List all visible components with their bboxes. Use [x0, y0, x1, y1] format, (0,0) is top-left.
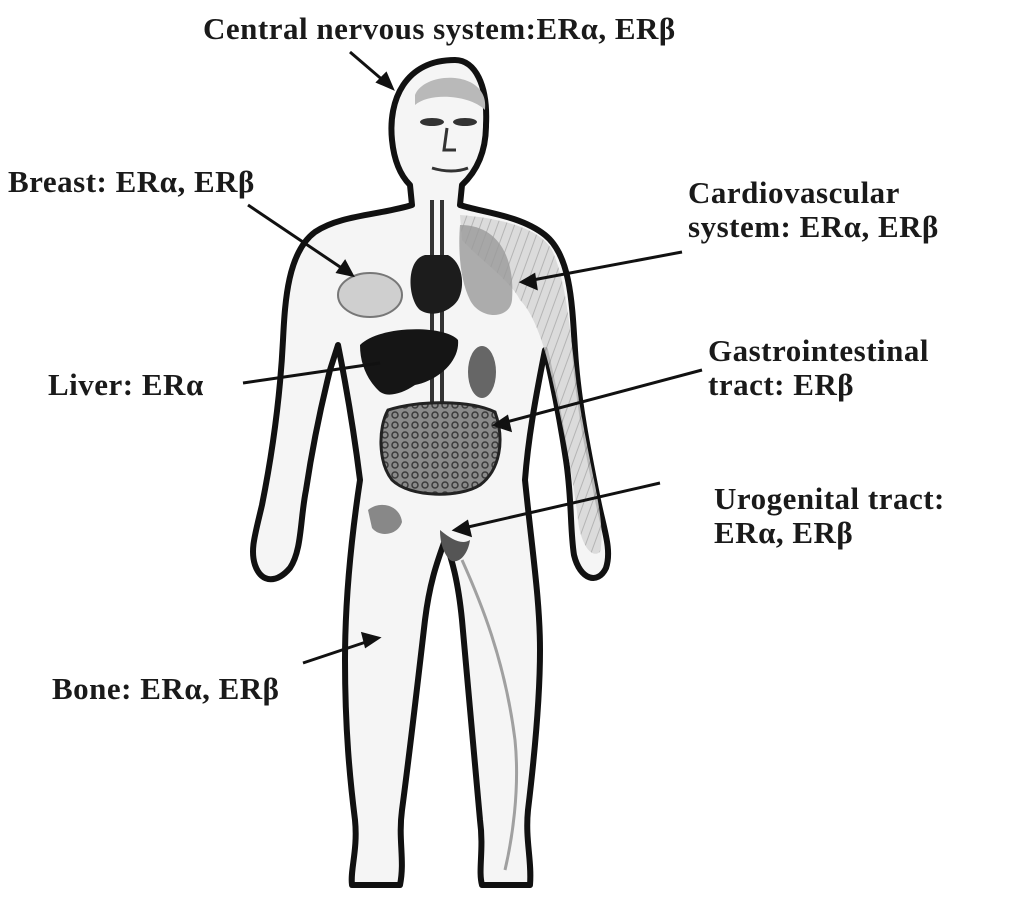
label-cns-text: Central nervous system:ERα, ERβ [203, 11, 676, 46]
label-breast-text: Breast: ERα, ERβ [8, 164, 255, 199]
label-gi-line2: tract: ERβ [708, 368, 929, 402]
label-cardiovascular: Cardiovascular system: ERα, ERβ [688, 176, 939, 244]
label-uro-line2: ERα, ERβ [714, 516, 945, 550]
label-bone: Bone: ERα, ERβ [52, 672, 280, 706]
label-breast: Breast: ERα, ERβ [8, 165, 255, 199]
label-bone-text: Bone: ERα, ERβ [52, 671, 280, 706]
label-urogenital: Urogenital tract: ERα, ERβ [714, 482, 945, 550]
intestine-organ [381, 403, 500, 494]
label-liver: Liver: ERα [48, 368, 204, 402]
label-cns: Central nervous system:ERα, ERβ [203, 12, 676, 46]
left-eye [420, 118, 444, 126]
label-cardio-line1: Cardiovascular [688, 176, 939, 210]
breast-organ [338, 273, 402, 317]
right-eye [453, 118, 477, 126]
label-uro-line1: Urogenital tract: [714, 482, 945, 516]
label-gastrointestinal: Gastrointestinal tract: ERβ [708, 334, 929, 402]
label-liver-text: Liver: ERα [48, 367, 204, 402]
kidney-organ [468, 346, 496, 398]
label-cardio-line2: system: ERα, ERβ [688, 210, 939, 244]
label-gi-line1: Gastrointestinal [708, 334, 929, 368]
